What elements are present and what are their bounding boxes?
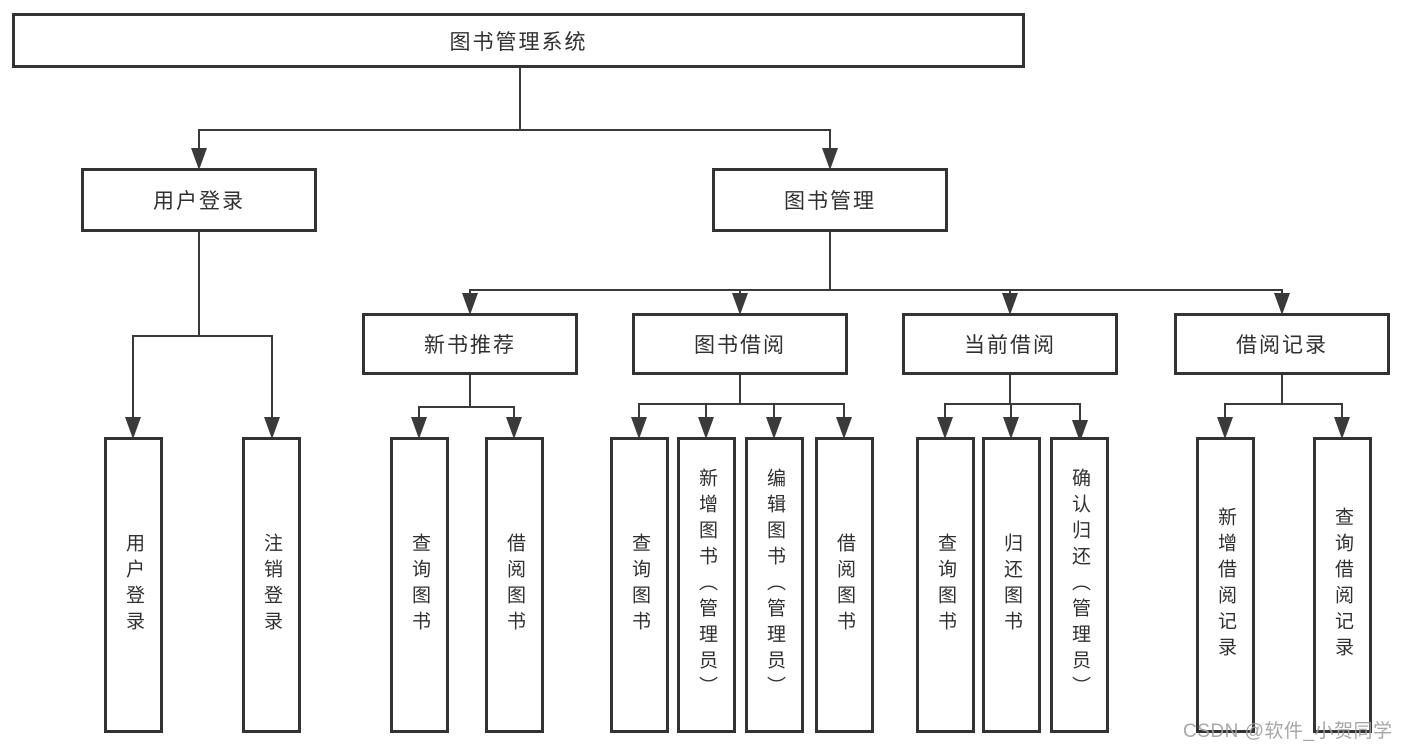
leaf-add-books-admin: 新增图书（管理员） bbox=[677, 437, 736, 733]
connector-drop bbox=[843, 404, 845, 419]
arrow-down-icon bbox=[1274, 293, 1290, 315]
connector-stem bbox=[829, 232, 831, 291]
connector-drop bbox=[1079, 404, 1081, 422]
connector-drop bbox=[418, 407, 420, 419]
connector-stem bbox=[519, 68, 521, 131]
connector-drop bbox=[829, 130, 831, 150]
leaf-label: 查询图书 bbox=[629, 533, 650, 637]
connector-stem bbox=[1281, 375, 1283, 405]
arrow-down-icon bbox=[1002, 293, 1018, 315]
csdn-watermark: CSDN @软件_小贺同学 bbox=[1183, 721, 1393, 742]
leaf-label: 新增图书（管理员） bbox=[696, 468, 717, 702]
leaf-logout-login: 注销登录 bbox=[242, 437, 301, 733]
arrow-down-icon bbox=[1217, 417, 1233, 439]
node-book-borrowing: 图书借阅 bbox=[632, 313, 848, 375]
leaf-query-books-borrowing: 查询图书 bbox=[610, 437, 669, 733]
arrow-down-icon bbox=[631, 417, 647, 439]
connector-drop bbox=[1009, 290, 1011, 295]
connector-rail bbox=[944, 403, 1081, 405]
node-library-management-system: 图书管理系统 bbox=[12, 13, 1025, 68]
node-label: 图书借阅 bbox=[694, 334, 786, 357]
leaf-query-borrow-record: 查询借阅记录 bbox=[1313, 437, 1372, 733]
connector-stem bbox=[198, 232, 200, 337]
leaf-query-books-current: 查询图书 bbox=[916, 437, 975, 733]
arrow-down-icon bbox=[264, 417, 280, 439]
connector-rail bbox=[198, 129, 831, 131]
arrow-down-icon bbox=[191, 148, 207, 170]
connector-drop bbox=[198, 130, 200, 150]
connector-drop bbox=[469, 290, 471, 295]
leaf-borrow-books-recommend: 借阅图书 bbox=[485, 437, 544, 733]
leaf-label: 借阅图书 bbox=[834, 533, 855, 637]
arrow-down-icon bbox=[766, 417, 782, 439]
arrow-down-icon bbox=[1003, 417, 1019, 439]
arrow-down-icon bbox=[698, 417, 714, 439]
connector-rail bbox=[418, 406, 515, 408]
arrow-down-icon bbox=[836, 417, 852, 439]
leaf-add-borrow-record: 新增借阅记录 bbox=[1196, 437, 1255, 733]
node-label: 当前借阅 bbox=[964, 334, 1056, 357]
connector-drop bbox=[132, 336, 134, 419]
connector-stem bbox=[469, 375, 471, 408]
connector-drop bbox=[1341, 404, 1343, 419]
connector-drop bbox=[1010, 404, 1012, 419]
arrow-down-icon bbox=[1334, 417, 1350, 439]
connector-rail bbox=[1224, 403, 1343, 405]
node-new-book-recommendation: 新书推荐 bbox=[362, 313, 578, 375]
leaf-return-books: 归还图书 bbox=[982, 437, 1041, 733]
node-label: 新书推荐 bbox=[424, 334, 516, 357]
leaf-label: 查询借阅记录 bbox=[1332, 507, 1353, 663]
arrow-down-icon bbox=[462, 293, 478, 315]
leaf-confirm-return-admin: 确认归还（管理员） bbox=[1050, 437, 1109, 733]
connector-drop bbox=[739, 290, 741, 295]
leaf-label: 查询图书 bbox=[935, 533, 956, 637]
leaf-label: 借阅图书 bbox=[504, 533, 525, 637]
connector-drop bbox=[1281, 290, 1283, 295]
node-label: 图书管理系统 bbox=[449, 30, 588, 54]
connector-drop bbox=[638, 404, 640, 419]
connector-stem bbox=[739, 375, 741, 405]
node-user-login: 用户登录 bbox=[81, 168, 317, 232]
leaf-label: 确认归还（管理员） bbox=[1069, 468, 1090, 702]
connector-rail bbox=[132, 335, 273, 337]
arrow-down-icon bbox=[732, 293, 748, 315]
leaf-query-books-recommend: 查询图书 bbox=[390, 437, 449, 733]
leaf-label: 归还图书 bbox=[1001, 533, 1022, 637]
connector-drop bbox=[513, 407, 515, 419]
arrow-down-icon bbox=[937, 417, 953, 439]
leaf-label: 编辑图书（管理员） bbox=[764, 468, 785, 702]
connector-drop bbox=[944, 404, 946, 419]
node-book-management: 图书管理 bbox=[712, 168, 948, 232]
connector-rail bbox=[638, 403, 845, 405]
arrow-down-icon bbox=[125, 417, 141, 439]
arrow-down-icon bbox=[1072, 420, 1088, 442]
arrow-down-icon bbox=[506, 417, 522, 439]
connector-drop bbox=[773, 404, 775, 419]
node-label: 借阅记录 bbox=[1236, 334, 1328, 357]
leaf-user-login: 用户登录 bbox=[104, 437, 163, 733]
node-borrowing-records: 借阅记录 bbox=[1174, 313, 1390, 375]
connector-drop bbox=[705, 404, 707, 419]
leaf-label: 用户登录 bbox=[123, 533, 144, 637]
connector-drop bbox=[1224, 404, 1226, 419]
leaf-label: 查询图书 bbox=[409, 533, 430, 637]
leaf-edit-books-admin: 编辑图书（管理员） bbox=[745, 437, 804, 733]
leaf-label: 注销登录 bbox=[261, 533, 282, 637]
connector-stem bbox=[1009, 375, 1011, 405]
arrow-down-icon bbox=[822, 148, 838, 170]
leaf-borrow-books-borrowing: 借阅图书 bbox=[815, 437, 874, 733]
node-label: 图书管理 bbox=[784, 190, 876, 213]
connector-rail bbox=[469, 289, 1283, 291]
node-label: 用户登录 bbox=[153, 190, 245, 213]
connector-drop bbox=[271, 336, 273, 419]
node-current-borrowing: 当前借阅 bbox=[902, 313, 1118, 375]
arrow-down-icon bbox=[411, 417, 427, 439]
leaf-label: 新增借阅记录 bbox=[1215, 507, 1236, 663]
